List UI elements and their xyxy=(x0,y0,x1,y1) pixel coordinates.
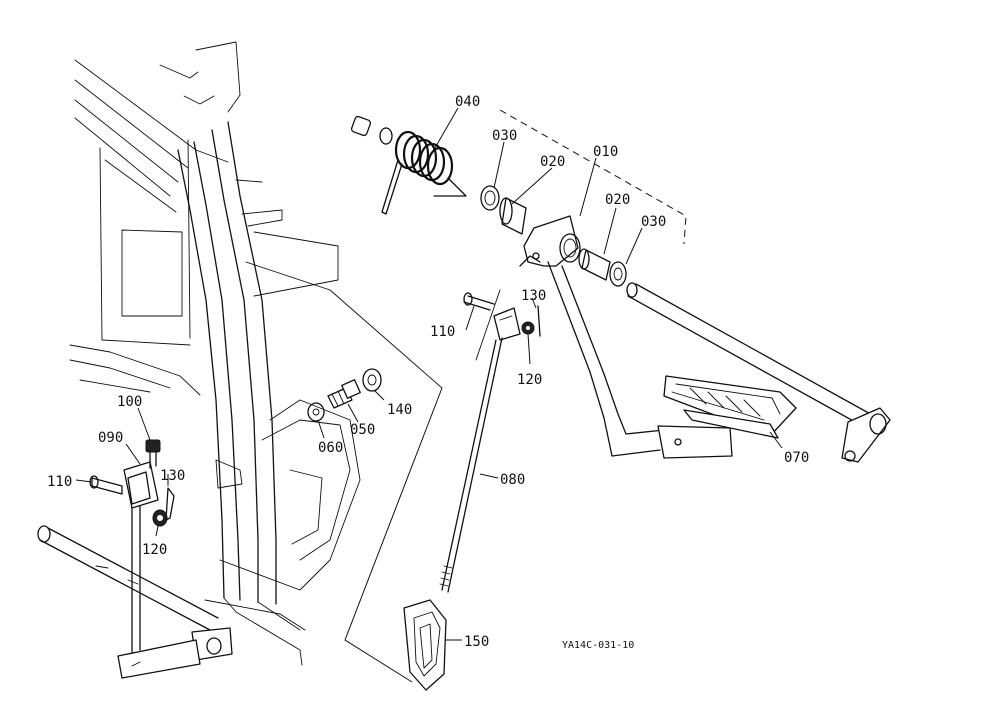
lower-cross-shaft xyxy=(37,504,233,679)
assembly-bracket xyxy=(499,109,687,245)
callout-140: 140 xyxy=(387,402,412,418)
callout-110-right: 110 xyxy=(430,324,455,340)
callout-070: 070 xyxy=(784,450,809,466)
callout-060: 060 xyxy=(318,440,343,456)
callout-110-left: 110 xyxy=(47,474,72,490)
callout-130-left: 130 xyxy=(160,468,185,484)
callout-020-right: 020 xyxy=(605,192,630,208)
rubber-boot-150 xyxy=(403,599,447,691)
left-clevis-assembly xyxy=(89,439,175,527)
callout-120-right: 120 xyxy=(517,372,542,388)
callout-100: 100 xyxy=(117,394,142,410)
clutch-rod-080 xyxy=(439,289,541,593)
callout-030-right: 030 xyxy=(641,214,666,230)
pedal-pad-070 xyxy=(663,375,797,439)
bolt-group xyxy=(307,368,382,422)
callout-090: 090 xyxy=(98,430,123,446)
callout-120-left: 120 xyxy=(142,542,167,558)
callout-020-left: 020 xyxy=(540,154,565,170)
return-spring-040 xyxy=(350,115,467,215)
drawing-code: YA14C-031-10 xyxy=(562,640,634,651)
callout-050: 050 xyxy=(350,422,375,438)
callout-010: 010 xyxy=(593,144,618,160)
cabin-frame xyxy=(69,41,443,666)
callout-labels: 040 030 020 010 020 030 130 110 120 100 … xyxy=(47,94,809,651)
callout-080: 080 xyxy=(500,472,525,488)
callout-150: 150 xyxy=(464,634,489,650)
upper-bushings xyxy=(480,185,627,287)
callout-130-right: 130 xyxy=(521,288,546,304)
callout-040: 040 xyxy=(455,94,480,110)
pedal-shaft xyxy=(626,282,891,463)
leader-lines xyxy=(75,107,783,641)
callout-030-left: 030 xyxy=(492,128,517,144)
pedal-arm-010 xyxy=(519,215,733,459)
